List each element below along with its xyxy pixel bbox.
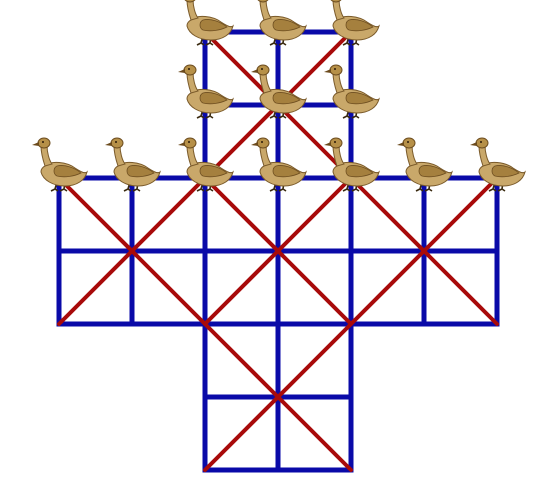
goose-piece[interactable] — [251, 137, 307, 192]
diagonal-line — [349, 176, 499, 326]
goose-piece[interactable] — [397, 137, 453, 192]
diagonal-line — [57, 176, 207, 326]
goose-piece[interactable] — [324, 0, 380, 46]
goose-piece[interactable] — [251, 0, 307, 46]
diagonal-line — [203, 176, 353, 326]
goose-piece[interactable] — [178, 0, 234, 46]
diagonal-line — [203, 322, 353, 472]
goose-piece[interactable] — [105, 137, 161, 192]
goose-piece[interactable] — [251, 64, 307, 119]
goose-piece[interactable] — [324, 137, 380, 192]
board-diagonals — [57, 30, 499, 472]
goose-piece[interactable] — [324, 64, 380, 119]
pieces — [32, 0, 526, 192]
goose-piece[interactable] — [178, 137, 234, 192]
goose-piece[interactable] — [32, 137, 88, 192]
goose-piece[interactable] — [178, 64, 234, 119]
goose-piece[interactable] — [470, 137, 526, 192]
